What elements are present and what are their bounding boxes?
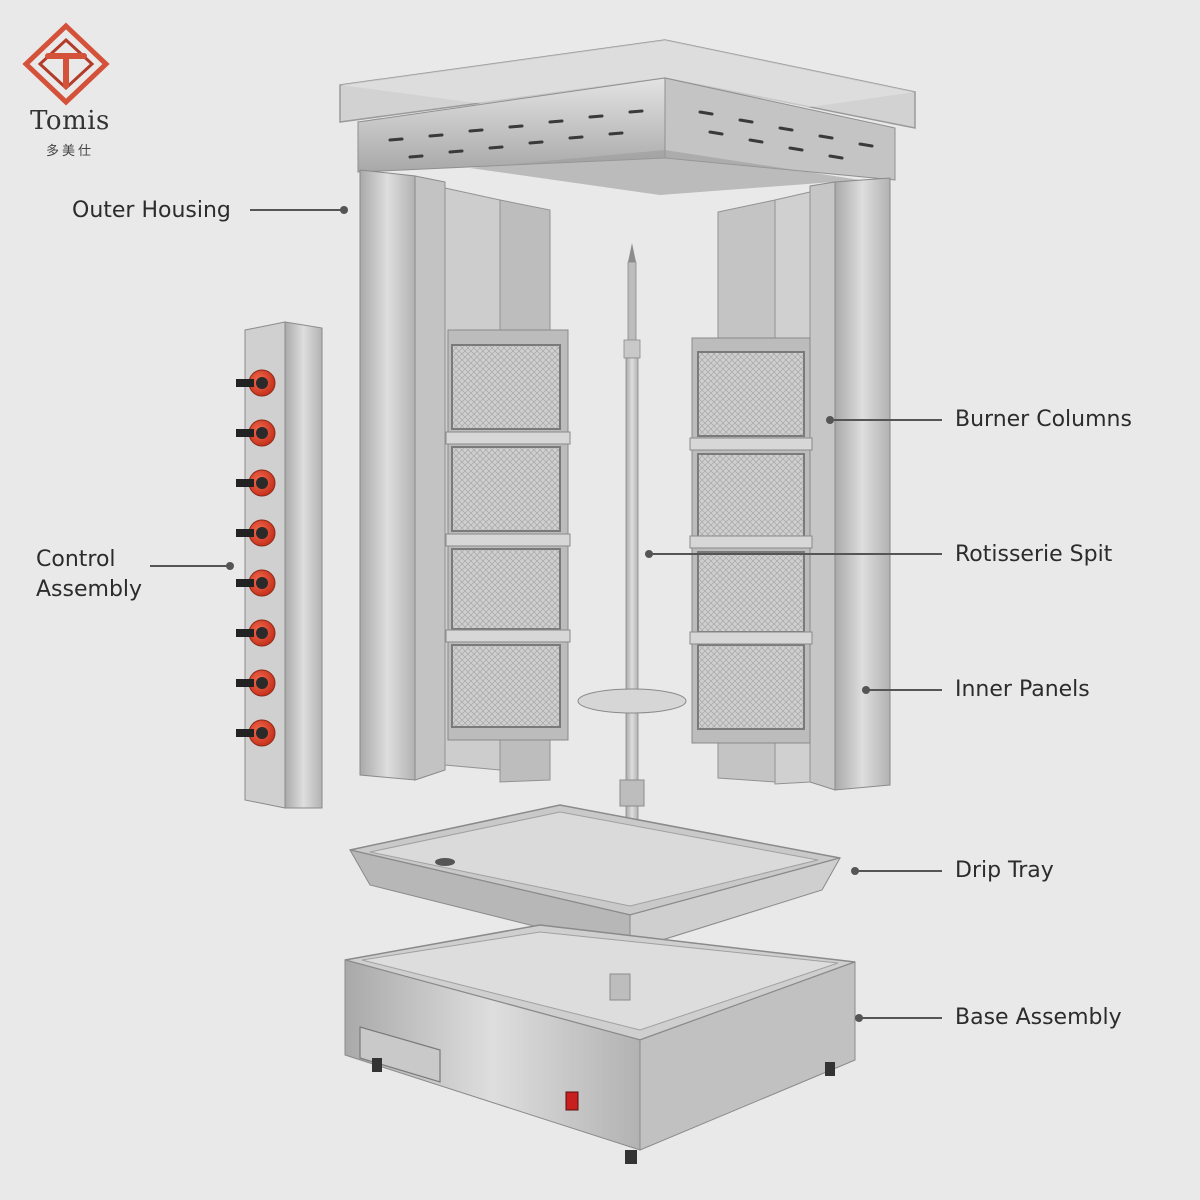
callout-base-assembly: Base Assembly bbox=[955, 1005, 1122, 1030]
callout-burner-columns: Burner Columns bbox=[955, 407, 1132, 432]
control-knob bbox=[236, 519, 276, 547]
callout-rotisserie-spit: Rotisserie Spit bbox=[955, 542, 1113, 567]
brand-chinese-name: 多美仕 bbox=[45, 144, 94, 159]
leader-dot-base-assembly bbox=[855, 1014, 863, 1022]
outer-housing bbox=[339, 39, 916, 791]
leader-control-assembly bbox=[150, 565, 228, 567]
base-assembly bbox=[344, 924, 856, 1164]
leader-base-assembly bbox=[862, 1017, 942, 1019]
control-knob bbox=[236, 669, 276, 697]
control-assembly bbox=[236, 321, 323, 809]
control-knob bbox=[236, 419, 276, 447]
leader-dot-rotisserie-spit bbox=[645, 550, 653, 558]
leader-dot-control-assembly bbox=[226, 562, 234, 570]
leader-burner-columns bbox=[832, 419, 942, 421]
control-knobs bbox=[236, 369, 276, 747]
control-knob bbox=[236, 469, 276, 497]
rotisserie-spit bbox=[577, 243, 687, 829]
control-knob bbox=[236, 569, 276, 597]
tomis-logo-icon bbox=[22, 22, 110, 106]
leader-dot-inner-panels bbox=[862, 686, 870, 694]
brand-logo: Tomis 多美仕 bbox=[18, 22, 114, 159]
power-switch bbox=[565, 1091, 579, 1111]
callout-inner-panels: Inner Panels bbox=[955, 677, 1090, 702]
callout-outer-housing: Outer Housing bbox=[72, 198, 231, 223]
callout-control-assembly: Control Assembly bbox=[36, 547, 143, 602]
leader-outer-housing bbox=[250, 209, 342, 211]
leader-dot-outer-housing bbox=[340, 206, 348, 214]
leader-dot-burner-columns bbox=[826, 416, 834, 424]
control-knob bbox=[236, 369, 276, 397]
leader-rotisserie-spit bbox=[652, 553, 942, 555]
control-knob bbox=[236, 619, 276, 647]
burner-column-right bbox=[689, 337, 813, 744]
leader-inner-panels bbox=[868, 689, 942, 691]
control-knob bbox=[236, 719, 276, 747]
drip-tray bbox=[348, 804, 842, 951]
brand-name: Tomis bbox=[30, 106, 110, 136]
burner-column-left bbox=[445, 329, 571, 741]
callout-drip-tray: Drip Tray bbox=[955, 858, 1054, 883]
leader-dot-drip-tray bbox=[851, 867, 859, 875]
leader-drip-tray bbox=[858, 870, 942, 872]
burner-columns bbox=[445, 329, 813, 744]
